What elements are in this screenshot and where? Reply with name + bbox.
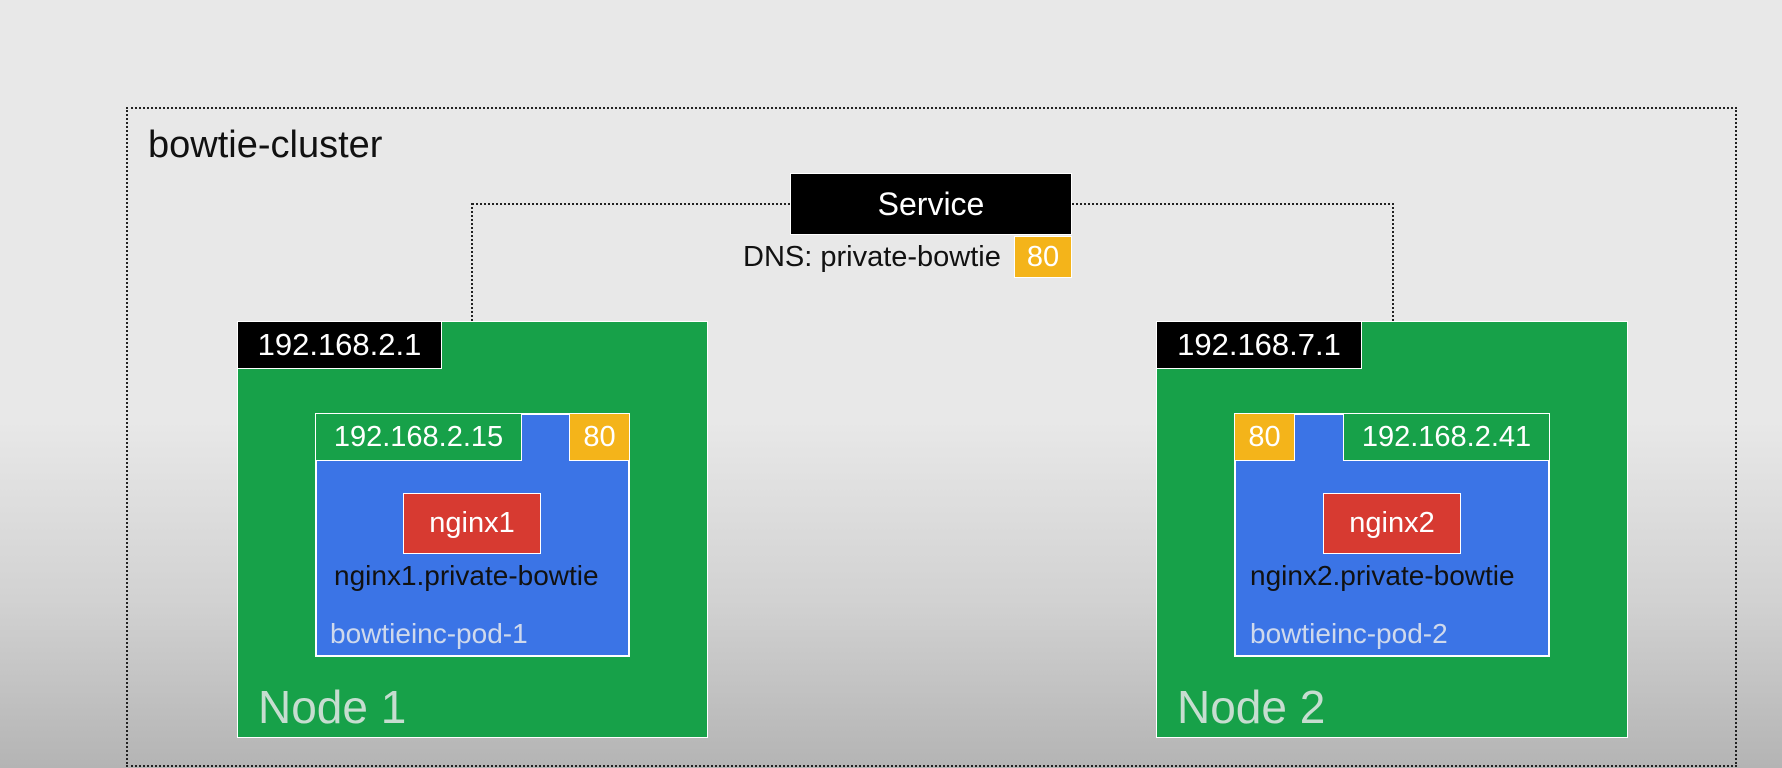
node-1-ip: 192.168.2.1 [237,321,442,369]
pod-2-ip: 192.168.2.41 [1343,413,1550,461]
pod-1-fqdn: nginx1.private-bowtie [334,560,599,591]
cluster-label: bowtie-cluster [148,124,383,166]
pod-2-name: bowtieinc-pod-2 [1250,618,1448,649]
node-1-label: Node 1 [258,681,407,733]
service-connector-right-drop [1392,203,1394,321]
container-nginx2: nginx2 [1323,493,1461,554]
service-port-badge: 80 [1014,236,1072,278]
service-connector-left [472,203,790,205]
service-connector-right [1072,203,1394,205]
service-dns-label: DNS: private-bowtie [743,241,1001,273]
cluster-boundary [126,107,1737,767]
pod-1-port-badge: 80 [569,413,630,461]
service-connector-left-drop [471,203,473,321]
pod-2-fqdn: nginx2.private-bowtie [1250,560,1515,591]
pod-2-port-badge: 80 [1234,413,1295,461]
container-nginx1: nginx1 [403,493,541,554]
node-2-label: Node 2 [1177,681,1326,733]
pod-1-name: bowtieinc-pod-1 [330,618,528,649]
node-2-ip: 192.168.7.1 [1156,321,1362,369]
service-box: Service [790,173,1072,235]
pod-1-ip: 192.168.2.15 [315,413,522,461]
